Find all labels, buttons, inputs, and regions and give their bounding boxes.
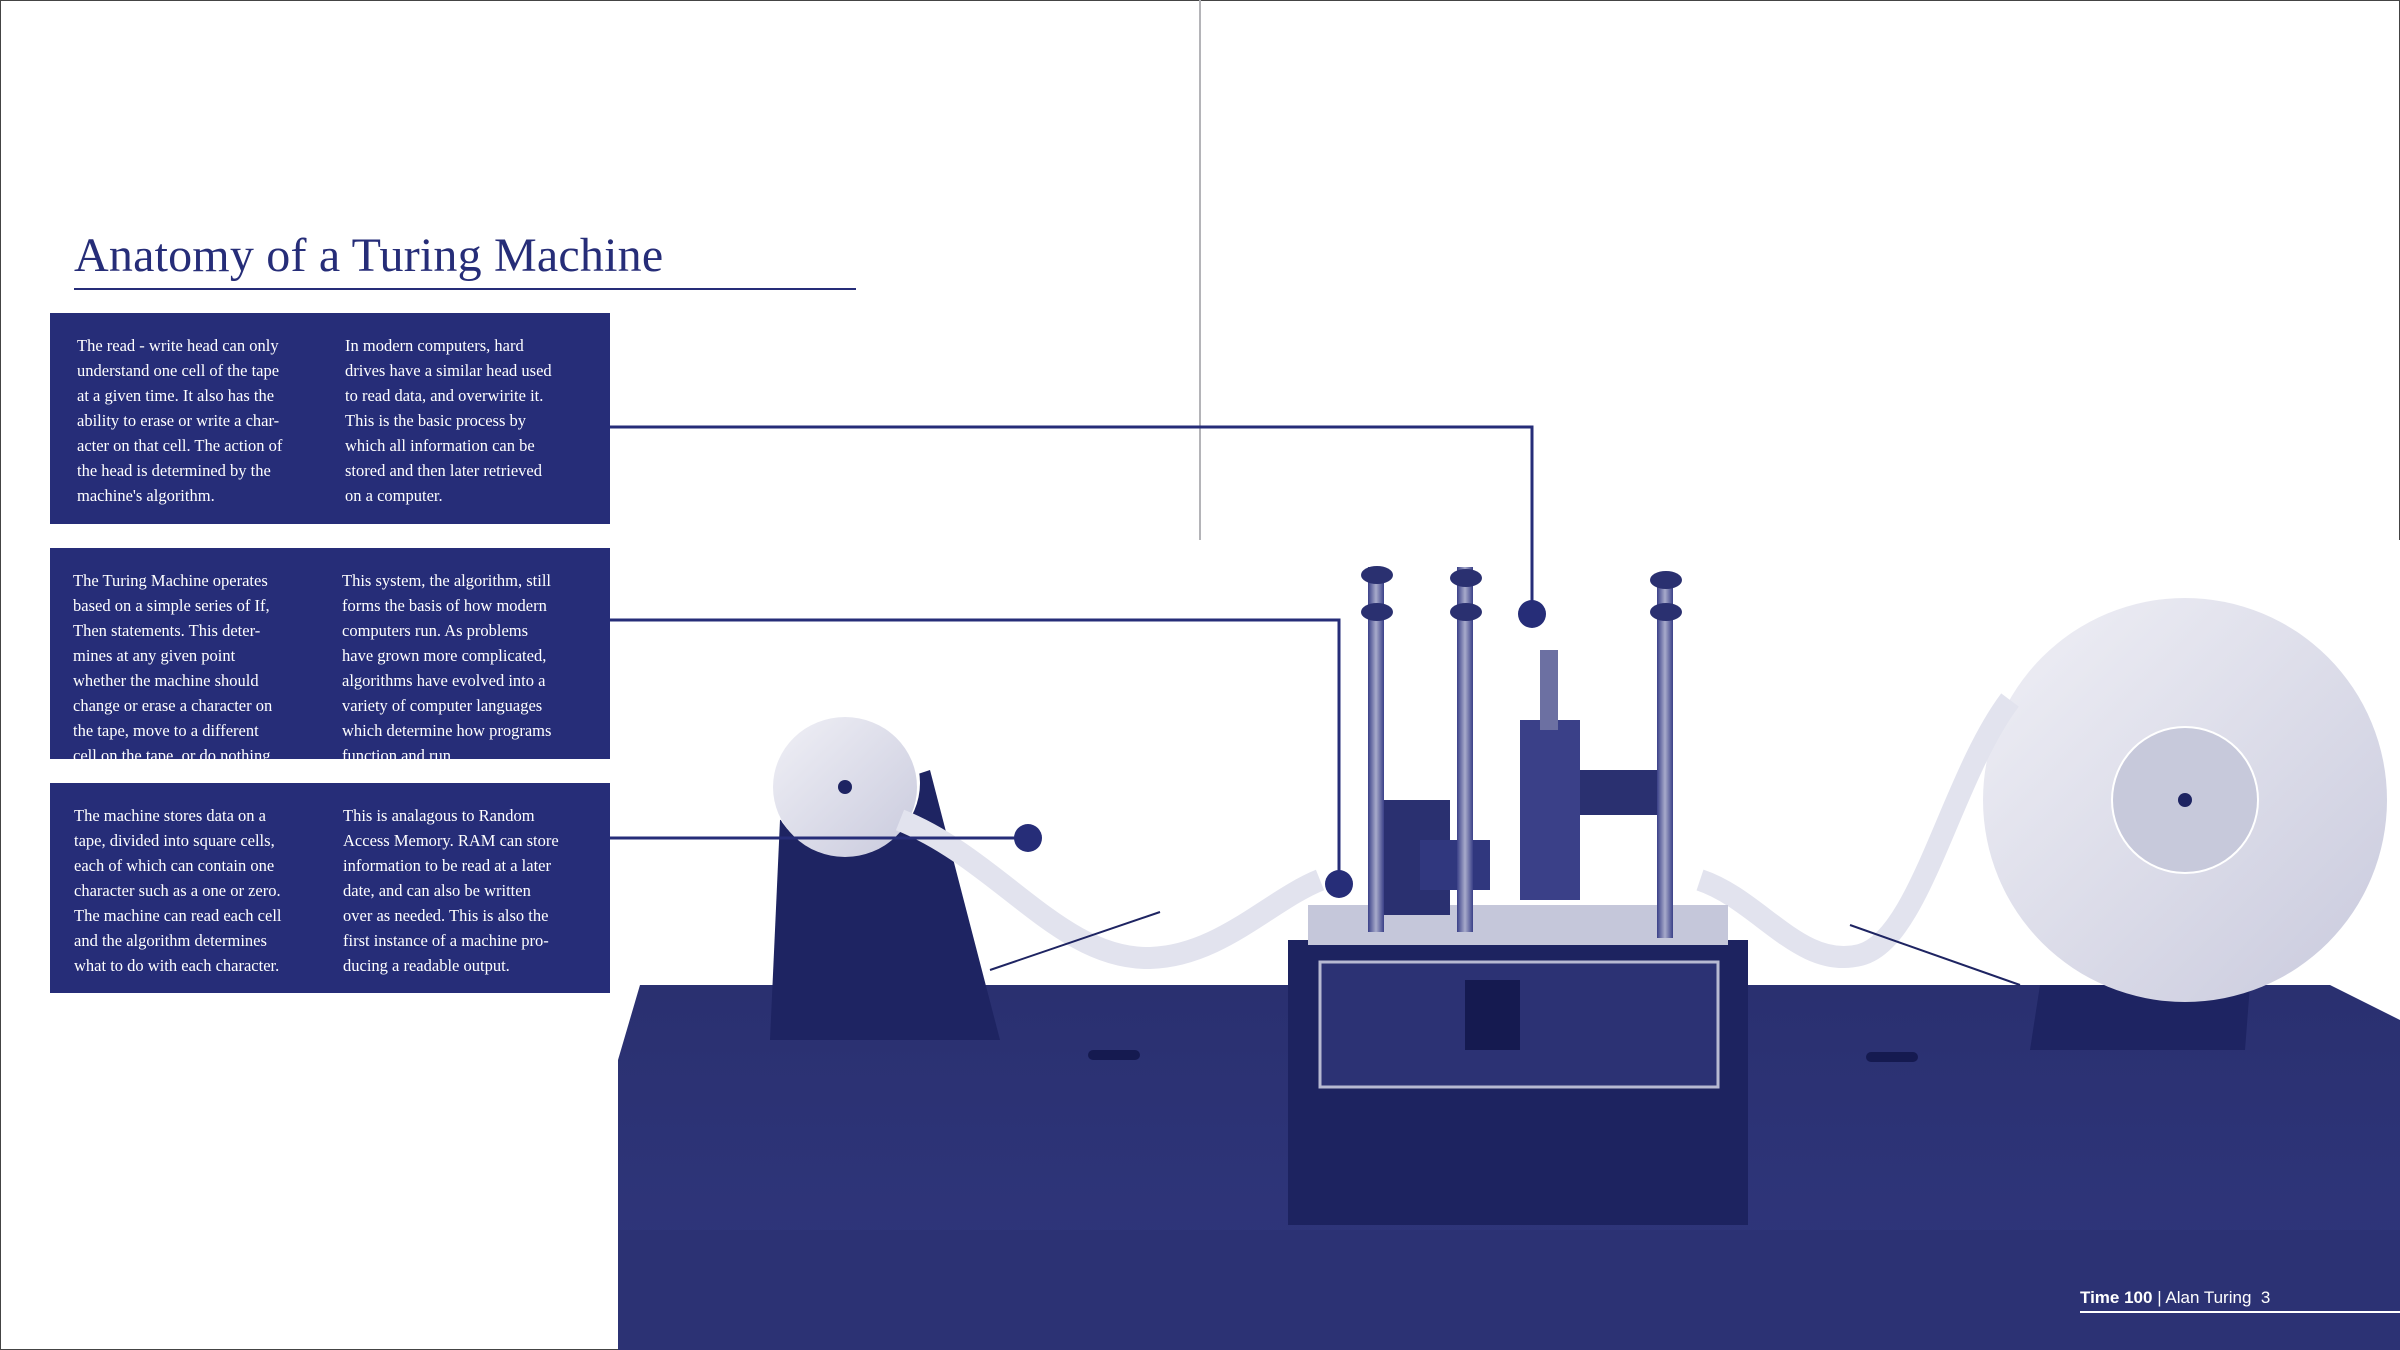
text-line: based on a simple series of If, [73,596,270,615]
info-panel-algorithm: The Turing Machine operates based on a s… [50,548,610,765]
info-panel-read-write-head: The read - write head can only understan… [50,313,610,524]
text-line: whether the machine should [73,671,259,690]
text-line: over as needed. This is also the [343,906,549,925]
panel-column-left: The read - write head can only understan… [77,333,282,508]
text-line: In modern computers, hard [345,336,524,355]
text-line: stored and then later retrieved [345,461,542,480]
text-line: which determine how programs [342,721,552,740]
text-line: and the algorithm determines [74,931,267,950]
text-line: acter on that cell. The action of [77,436,283,455]
text-line: to read data, and overwirite it. [345,386,544,405]
text-line: cell on the tape, or do nothing. [73,746,275,765]
text-line: This is analagous to Random [343,806,535,825]
text-line: date, and can also be written [343,881,531,900]
text-line: which all information can be [345,436,535,455]
title-underline [74,288,856,290]
text-line: algorithms have evolved into a [342,671,546,690]
page-number: 3 [2260,1288,2271,1307]
text-line: This system, the algorithm, still [342,571,551,590]
footer-publication: Time 100 [2080,1288,2153,1307]
text-line: ducing a readable output. [343,956,510,975]
text-line: character such as a one or zero. [74,881,281,900]
text-line: mines at any given point [73,646,236,665]
panel-column-right: In modern computers, hard drives have a … [345,333,552,508]
footer-separator: | [2152,1288,2166,1307]
text-line: This is the basic process by [345,411,527,430]
text-line: tape, divided into square cells, [74,831,275,850]
text-line: computers run. As problems [342,621,529,640]
text-line: Access Memory. RAM can store [343,831,559,850]
text-line: The Turing Machine operates [73,571,268,590]
info-panel-tape-memory: The machine stores data on a tape, divid… [50,783,610,993]
panel-column-left: The machine stores data on a tape, divid… [74,803,282,978]
text-line: variety of computer languages [342,696,543,715]
footer-rule [2080,1311,2400,1313]
panel-column-right: This is analagous to Random Access Memor… [343,803,559,978]
text-line: Then statements. This deter- [73,621,261,640]
right-reel [1983,598,2387,1050]
text-line: what to do with each character. [74,956,280,975]
text-line: first instance of a machine pro- [343,931,549,950]
panel-column-right: This system, the algorithm, still forms … [342,568,551,768]
turing-machine-photo [618,540,2400,1350]
text-line: function and run. [342,746,456,765]
text-line: at a given time. It also has the [77,386,275,405]
text-line: machine's algorithm. [77,486,215,505]
footer-section: Alan Turing [2165,1288,2252,1307]
panel-column-left: The Turing Machine operates based on a s… [73,568,275,768]
text-line: drives have a similar head used [345,361,552,380]
text-line: The machine can read each cell [74,906,282,925]
read-write-mechanism [1288,566,1748,1225]
text-line: The machine stores data on a [74,806,266,825]
text-line: forms the basis of how modern [342,596,547,615]
text-line: The read - write head can only [77,336,279,355]
text-line: ability to erase or write a char- [77,411,280,430]
text-line: information to be read at a later [343,856,551,875]
page-title: Anatomy of a Turing Machine [74,229,664,282]
text-line: change or erase a character on [73,696,273,715]
text-line: the tape, move to a different [73,721,259,740]
text-line: the head is determined by the [77,461,271,480]
text-line: have grown more complicated, [342,646,547,665]
page-footer: Time 100 | Alan Turing 3 [2080,1288,2270,1308]
text-line: each of which can contain one [74,856,275,875]
text-line: understand one cell of the tape [77,361,280,380]
text-line: on a computer. [345,486,443,505]
